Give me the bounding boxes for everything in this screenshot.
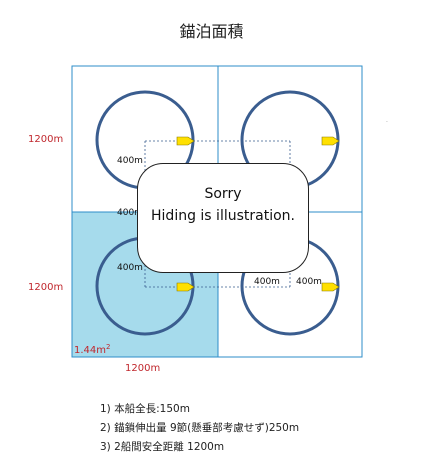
overlay-line-1: Sorry xyxy=(204,186,242,202)
note-item: 2) 錨鎖伸出量 9節(懸垂部考慮せず)250m xyxy=(100,422,300,434)
radius-label-bottom-right-a: 400m xyxy=(254,277,280,287)
area-value: 1.44m xyxy=(74,345,106,356)
area-label: 1.44m2 xyxy=(74,343,110,356)
radius-label-middle: 400m xyxy=(117,208,143,218)
ship-icons xyxy=(176,136,340,292)
ship-icon-bottom-right xyxy=(321,282,340,292)
note-item: 1) 本船全長:150m xyxy=(100,403,190,415)
ship-icon-top-left xyxy=(176,136,195,146)
ship-icon-top-right xyxy=(321,136,340,146)
stray-mark-dot: . xyxy=(386,117,388,124)
area-superscript: 2 xyxy=(106,343,110,351)
dimension-label-bottom: 1200m xyxy=(125,363,160,374)
hidden-illustration-overlay: Sorry Hiding is illustration. xyxy=(137,163,309,273)
note-item: 3) 2船間安全距離 1200m xyxy=(100,441,225,453)
notes-list: 1) 本船全長:150m 2) 錨鎖伸出量 9節(懸垂部考慮せず)250m 3)… xyxy=(100,400,299,457)
ship-icon-bottom-left xyxy=(176,282,195,292)
radius-label-bottom-right-b: 400m xyxy=(296,277,322,287)
diagram-title: 錨泊面積 xyxy=(179,22,244,41)
dimension-label-left-top: 1200m xyxy=(28,134,63,145)
overlay-line-2: Hiding is illustration. xyxy=(151,208,295,224)
radius-label-bottom-left: 400m xyxy=(117,263,143,273)
radius-label-top-left: 400m xyxy=(117,156,143,166)
dimension-label-left-bottom: 1200m xyxy=(28,282,63,293)
